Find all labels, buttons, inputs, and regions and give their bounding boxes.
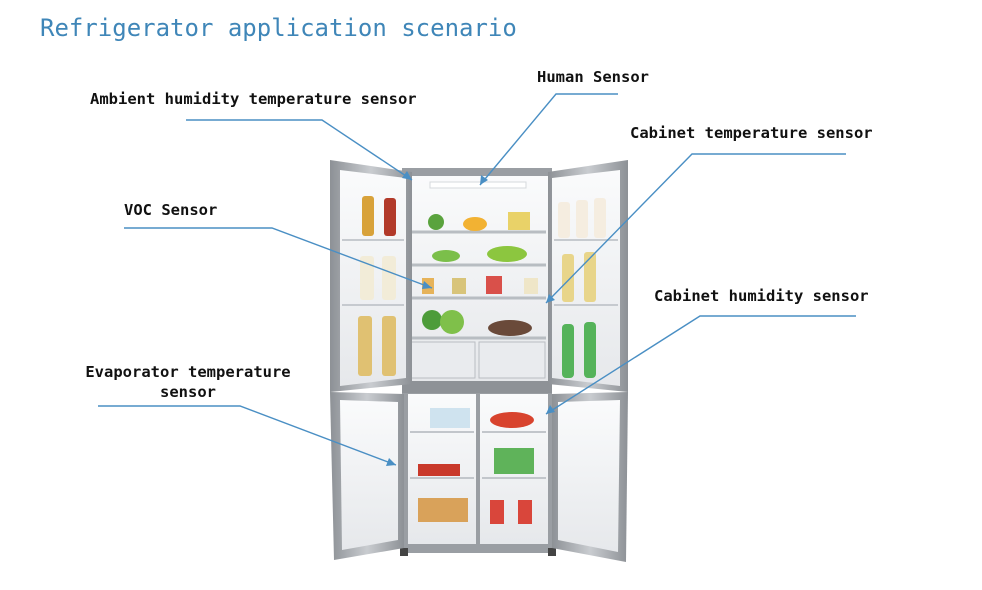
ambient-sensor-label: Ambient humidity temperature sensor (90, 90, 417, 108)
cabinet-temperature-sensor-label: Cabinet temperature sensor (630, 124, 873, 142)
evaporator-label-line1: Evaporator temperature (85, 363, 291, 381)
leader-line-evaporator (98, 405, 397, 466)
evaporator-temperature-sensor-label: Evaporator temperature sensor (69, 362, 307, 402)
arrowheads (386, 171, 555, 466)
voc-sensor-label: VOC Sensor (124, 201, 218, 219)
evaporator-label-line2: sensor (160, 383, 216, 401)
human-sensor-label: Human Sensor (537, 68, 649, 86)
left-freezer-door (330, 392, 404, 560)
right-freezer-door (552, 392, 628, 562)
leader-line-human (479, 93, 618, 186)
leader-lines (98, 93, 856, 466)
leader-line-cabinet-temp (545, 153, 846, 304)
page-title: Refrigerator application scenario (40, 14, 517, 42)
door-bottles (358, 196, 606, 378)
leader-line-cabinet-humidity (545, 315, 856, 415)
leader-line-ambient (186, 119, 413, 181)
cabinet-humidity-sensor-label: Cabinet humidity sensor (654, 287, 869, 305)
leader-line-voc (124, 227, 433, 289)
